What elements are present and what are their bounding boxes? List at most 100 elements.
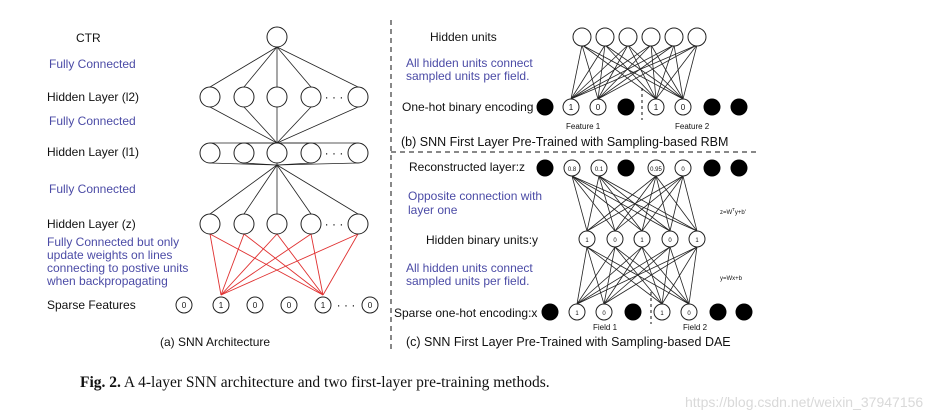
x-unit-5-circle <box>680 303 698 321</box>
red-edge <box>209 233 222 296</box>
sparse-node-2-circle <box>246 296 264 314</box>
sparse-node-3: 0 <box>280 296 298 314</box>
edge-hidden-onehot <box>597 44 606 100</box>
z-ellipsis: · · · <box>325 217 344 231</box>
fc-note-line-3: connecting to postive units <box>47 261 188 275</box>
x-unit-2: 0 <box>595 303 613 321</box>
z-node-2 <box>266 213 288 235</box>
l2-node-2 <box>266 86 288 108</box>
edge-hidden-onehot <box>570 44 698 100</box>
x-filled-0 <box>541 303 559 321</box>
edge-x-y <box>688 246 698 305</box>
sparse-node-4-value: 1 <box>321 301 326 310</box>
edge-x-y <box>586 246 663 305</box>
recon-filled-3 <box>617 159 635 177</box>
hidden-binary-unit-4-circle <box>688 230 706 248</box>
edge-l1-z <box>243 162 278 166</box>
hidden-binary-unit-0-circle <box>578 230 596 248</box>
panel-b-note-1: All hidden units connect <box>406 56 533 70</box>
recon-filled-6-circle <box>703 159 721 177</box>
recon-filled-6 <box>703 159 721 177</box>
onehot-unit-5: 0 <box>674 98 692 116</box>
l2-node-0-circle <box>199 86 221 108</box>
edge-l1-z <box>276 164 359 215</box>
recon-unit-2: 0.1 <box>590 159 608 177</box>
sparse-node-5-value: 0 <box>368 301 373 310</box>
hidden-unit-1 <box>595 27 615 47</box>
hidden-unit-5 <box>687 27 707 47</box>
hidden-binary-unit-0: 1 <box>578 230 596 248</box>
onehot-filled-3 <box>617 98 635 116</box>
edge-l1-z <box>243 164 278 215</box>
x-filled-3-circle <box>624 303 642 321</box>
z-node-4-circle <box>347 213 369 235</box>
panel-c-edges <box>571 175 698 305</box>
l1-node-2-circle <box>266 142 288 164</box>
recon-filled-3-circle <box>617 159 635 177</box>
feature-2-label: Feature 2 <box>675 122 710 131</box>
sparse-node-0-circle <box>175 296 193 314</box>
panel-b-caption: (b) SNN First Layer Pre-Trained with Sam… <box>401 135 728 149</box>
edge-y-z <box>682 175 698 232</box>
onehot-filled-3-circle <box>617 98 635 116</box>
hidden-layer-l2-label: Hidden Layer (l2) <box>47 90 139 104</box>
hidden-binary-unit-1-value: 0 <box>613 238 617 244</box>
onehot-filled-6 <box>703 98 721 116</box>
panel-c-caption: (c) SNN First Layer Pre-Trained with Sam… <box>406 335 731 349</box>
z-node-4 <box>347 213 369 235</box>
l1-ellipsis: · · · <box>325 146 344 160</box>
edge-hidden-onehot <box>597 44 652 100</box>
edge-hidden-onehot <box>682 44 698 100</box>
sparse-features-label: Sparse Features <box>47 298 136 312</box>
panel-c-note-2: sampled units per field. <box>406 274 529 288</box>
l2-node-1 <box>233 86 255 108</box>
onehot-unit-1: 1 <box>562 98 580 116</box>
hidden-unit-5-circle <box>687 27 707 47</box>
fc-note-line-2: update weights on lines <box>47 248 172 262</box>
l1-node-3 <box>300 142 322 164</box>
edge-hidden-onehot <box>570 44 629 100</box>
hidden-binary-unit-3-value: 0 <box>668 238 672 244</box>
sparse-node-1-value: 1 <box>219 301 224 310</box>
onehot-unit-4: 1 <box>647 98 665 116</box>
fully-connected-label-3: Fully Connected <box>49 182 136 196</box>
recon-filled-0-circle <box>536 159 554 177</box>
l2-node-1-circle <box>233 86 255 108</box>
onehot-unit-5-circle <box>674 98 692 116</box>
figure-caption-label: Fig. 2. <box>80 374 121 391</box>
edge-l1-z <box>276 164 312 215</box>
l1-node-2 <box>266 142 288 164</box>
onehot-unit-2-value: 0 <box>596 103 601 112</box>
onehot-unit-1-value: 1 <box>569 103 574 112</box>
x-filled-7 <box>735 303 753 321</box>
hidden-unit-0 <box>572 27 592 47</box>
edge-l2-l1 <box>209 106 278 144</box>
edge-y-z <box>571 175 643 232</box>
l2-node-last-circle <box>347 86 369 108</box>
x-unit-5-value: 0 <box>687 311 691 317</box>
onehot-unit-4-circle <box>647 98 665 116</box>
edge-hidden-onehot <box>581 44 599 100</box>
onehot-unit-2: 0 <box>589 98 607 116</box>
z-node-3-circle <box>300 213 322 235</box>
opposite-note-2: layer one <box>408 203 458 217</box>
x-filled-3 <box>624 303 642 321</box>
figure-caption: Fig. 2. A 4-layer SNN architecture and t… <box>80 374 550 391</box>
edge-x-y <box>661 246 698 305</box>
edge-l1-z <box>276 162 359 166</box>
recon-filled-7-circle <box>730 159 748 177</box>
hidden-unit-2-circle <box>618 27 638 47</box>
x-unit-2-value: 0 <box>602 311 606 317</box>
hidden-binary-unit-1-circle <box>606 230 624 248</box>
edge-hidden-onehot <box>650 44 657 100</box>
ctr-node <box>266 26 288 48</box>
l1-node-1-circle <box>233 142 255 164</box>
x-unit-4-value: 1 <box>660 311 664 317</box>
l2-node-3 <box>300 86 322 108</box>
hidden-unit-4-circle <box>664 27 684 47</box>
edge-ctr-l2 <box>243 46 278 88</box>
hidden-units-label: Hidden units <box>430 30 497 44</box>
x-filled-6-circle <box>709 303 727 321</box>
edge-hidden-onehot <box>655 44 675 100</box>
panel-c-note-1: All hidden units connect <box>406 261 533 275</box>
